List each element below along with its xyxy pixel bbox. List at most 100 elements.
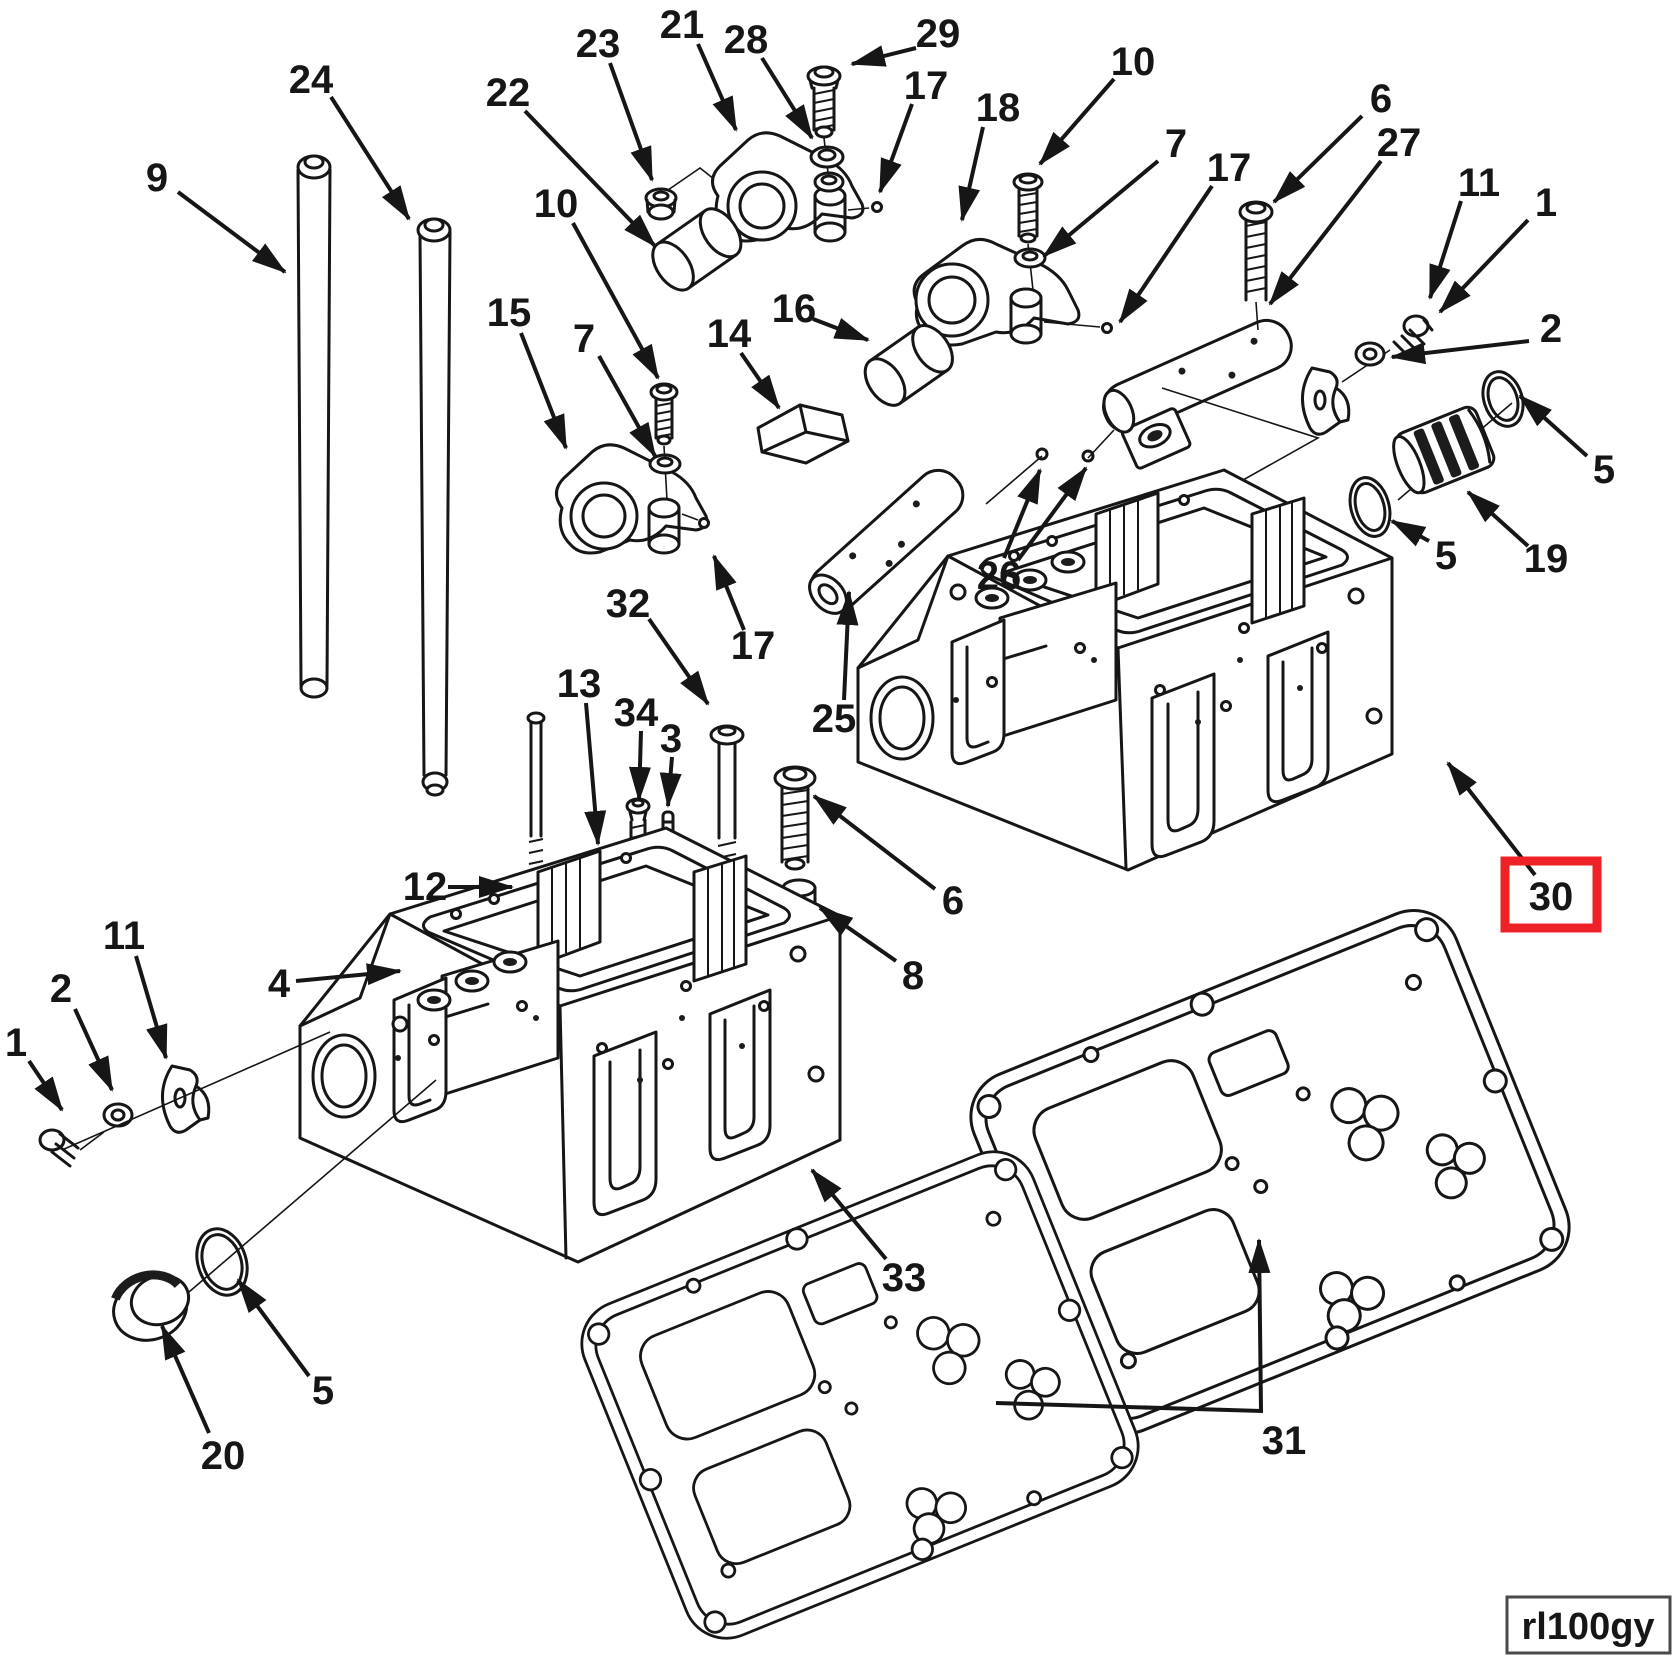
callout-arrow [571,222,660,380]
callout-14: 14 [707,312,781,410]
callout-arrow [1016,466,1088,562]
pivot-ball-26-right [1081,449,1095,463]
callout-24: 24 [289,58,411,221]
callout-number: 2 [1540,307,1562,351]
callout-arrow [995,1238,1271,1414]
callout-5: 5 [236,1278,334,1413]
cylinder-head-lower-33 [298,826,842,1264]
callout-number: 1 [1535,181,1557,225]
callout-arrow [519,332,568,450]
clamp-fork-11-left [160,1064,211,1134]
callout-arrow [812,794,937,891]
callout-number: 22 [486,71,531,115]
callout-15: 15 [487,291,568,450]
washer-28 [809,145,845,193]
rocker-arm-assembly-15 [555,443,710,555]
callout-7: 7 [1042,122,1187,258]
callout-number: 14 [707,312,752,356]
callout-arrow [878,103,914,194]
diagram-code: rl100gy [1521,1606,1654,1648]
rocker-shaft-27 [1102,318,1293,470]
callout-27: 27 [1268,121,1421,306]
callout-number: 32 [606,582,651,626]
callout-arrow [1118,184,1214,324]
callout-9: 9 [146,156,287,274]
callout-number: 17 [904,64,949,108]
callout-11: 11 [1428,161,1500,300]
callout-29: 29 [850,12,961,67]
callout-34: 34 [614,691,659,802]
diagram-code-frame [1505,1595,1672,1655]
callout-arrow [1390,339,1530,365]
callout-arrow [696,43,738,132]
o-ring-5-upper [1481,370,1525,428]
cup-plug-20 [111,1270,191,1342]
cylinder-head-upper-30 [856,468,1394,872]
callout-17: 17 [878,64,949,194]
callout-arrow [1042,159,1160,258]
callout-number: 6 [1370,77,1392,121]
callout-number: 34 [614,691,659,735]
callout-33: 33 [810,1168,926,1300]
callout-number: 23 [576,22,621,66]
callout-6: 6 [812,794,964,923]
callout-number: 31 [1262,1419,1307,1463]
callout-arrow [659,756,682,808]
adjusting-screw-10-right [1012,172,1044,291]
callout-arrow [1428,200,1463,300]
callout-5: 5 [1390,519,1457,578]
callout-26: 26 [977,466,1088,598]
push-rod-24 [416,217,452,797]
callout-arrow [295,963,402,986]
o-ring-5-lower [195,1227,249,1297]
callout-arrow [597,355,657,458]
callout-arrow [236,1278,311,1378]
callout-11: 11 [103,914,168,1060]
callout-number: 26 [977,554,1022,598]
callout-32: 32 [606,582,710,706]
callout-20: 20 [160,1324,245,1478]
callout-arrow [760,56,814,140]
callout-19: 19 [1466,490,1569,581]
adjusting-screw-29 [806,65,842,191]
callout-number: 1 [5,1021,27,1065]
callout-arrow [836,590,859,701]
callout-number: 6 [942,879,964,923]
callout-number: 24 [289,58,334,102]
o-ring-5-middle [1348,476,1392,538]
callout-arrow [850,45,917,67]
callout-number: 15 [487,291,532,335]
callout-number: 7 [1165,122,1187,166]
callout-number: 13 [557,662,602,706]
callout-3: 3 [659,717,682,808]
callout-number: 29 [916,12,961,56]
callout-number: 10 [534,182,579,226]
callout-arrow [1268,159,1383,306]
callout-22: 22 [486,71,657,248]
callout-number: 4 [268,962,291,1006]
callout-17: 17 [712,554,776,668]
callout-number: 19 [1524,537,1569,581]
callout-2: 2 [50,967,114,1092]
callout-arrow [608,62,654,182]
callout-number: 17 [731,624,776,668]
callout-number: 21 [660,3,705,47]
callout-number: 8 [902,954,924,998]
callout-arrow [810,1168,888,1261]
callout-arrow [523,109,657,248]
callout-number: 5 [312,1369,334,1413]
callout-number: 16 [772,287,817,331]
callout-number: 10 [1111,40,1156,84]
callout-arrow [1438,218,1530,314]
rocker-arm-assembly-21 [711,131,883,243]
callout-number: 9 [146,156,168,200]
pivot-ball-26-left [1035,447,1049,461]
callout-arrow [1390,519,1430,547]
callout-number: 3 [660,717,682,761]
callout-number: 12 [403,865,448,909]
callout-arrow [647,617,710,706]
valve-stem-cap-23 [644,167,749,221]
highlight-box [1500,856,1602,933]
